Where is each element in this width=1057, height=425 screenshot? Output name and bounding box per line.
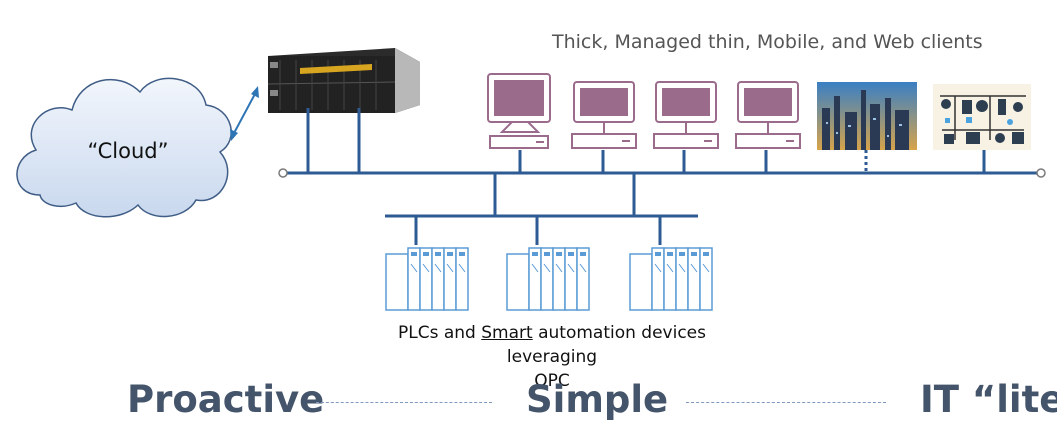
- plc-label: PLCs and Smart automation devices levera…: [352, 321, 752, 393]
- cloud-icon: [16, 77, 232, 218]
- plc-label-post: automation devices leveraging: [506, 323, 706, 367]
- plant-photo: [817, 82, 917, 150]
- plc-icon: [385, 247, 469, 311]
- monitor-icon: [735, 81, 801, 149]
- network-bus: [286, 108, 1038, 245]
- cloud-server-link-arrow: [230, 86, 259, 141]
- bus-end-left: [278, 168, 288, 178]
- plc-icon: [506, 247, 590, 311]
- theme-simple: Simple: [526, 378, 669, 421]
- server-icon: [267, 48, 420, 113]
- theme-divider: [686, 402, 886, 403]
- theme-proactive: Proactive: [127, 378, 325, 421]
- plc-label-pre: PLCs and: [398, 323, 482, 343]
- monitor-icon: [571, 81, 637, 149]
- theme-it-lite: IT “lite”: [920, 378, 1057, 421]
- clients-label: Thick, Managed thin, Mobile, and Web cli…: [552, 31, 983, 53]
- cloud-label: “Cloud”: [87, 139, 169, 163]
- plc-label-underlined: Smart: [481, 323, 533, 343]
- theme-divider: [316, 402, 492, 403]
- monitor-icon: [653, 81, 719, 149]
- process-diagram-icon: [933, 84, 1031, 150]
- plc-label-line2: OPC: [534, 371, 570, 391]
- monitor-icon: [487, 73, 551, 149]
- bus-end-right: [1036, 168, 1046, 178]
- plc-icon: [629, 247, 713, 311]
